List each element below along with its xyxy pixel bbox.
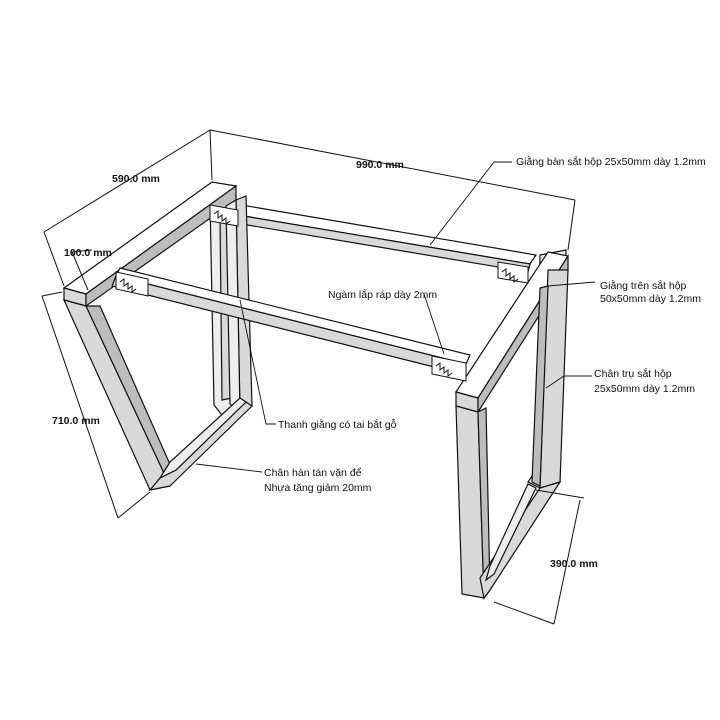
annotation-leg: Chân trụ sắt hộp 25x50mm dày 1.2mm bbox=[545, 367, 695, 395]
joint-label: Ngàm lắp ráp dày 2mm bbox=[328, 288, 437, 301]
base-depth-label: 390.0 mm bbox=[550, 558, 598, 570]
upper-rail-label-2: 50x50mm dày 1.2mm bbox=[600, 293, 701, 305]
dimension-width: 990.0 mm bbox=[209, 129, 576, 251]
height-label: 710.0 mm bbox=[52, 415, 100, 427]
dimension-leg-top: 100.0 mm bbox=[64, 247, 112, 291]
front-crossbar bbox=[111, 267, 471, 375]
dimension-height: 710.0 mm bbox=[41, 291, 151, 519]
joint-bracket-back-right bbox=[497, 261, 529, 284]
dimension-base: 390.0 mm bbox=[493, 489, 598, 625]
annotation-joint: Ngàm lắp ráp dày 2mm bbox=[328, 288, 445, 355]
upper-rail-label-1: Giằng trên sắt hộp bbox=[600, 279, 687, 292]
annotation-upper-rail: Giằng trên sắt hộp 50x50mm dày 1.2mm bbox=[547, 279, 701, 305]
crossbar-label: Thanh giằng có tai bắt gỗ bbox=[278, 418, 397, 431]
top-rail-label: Giằng bàn sắt hộp 25x50mm dày 1.2mm bbox=[516, 155, 706, 168]
leg-label-2: 25x50mm dày 1.2mm bbox=[594, 383, 695, 395]
joint-bracket-front-right bbox=[431, 355, 467, 382]
front-right-leg-frame bbox=[455, 251, 569, 600]
annotation-foot: Chân hàn tán vặn để Nhựa tăng giảm 20mm bbox=[195, 463, 372, 494]
width-label: 990.0 mm bbox=[356, 159, 404, 171]
back-top-rail bbox=[205, 199, 538, 273]
joint-bracket-front-left bbox=[115, 271, 149, 297]
annotation-crossbar: Thanh giằng có tai bắt gỗ bbox=[239, 299, 397, 431]
leg-top-label: 100.0 mm bbox=[64, 247, 112, 259]
joint-bracket-back-left bbox=[209, 204, 239, 227]
foot-label-2: Nhựa tăng giảm 20mm bbox=[264, 482, 372, 494]
foot-label-1: Chân hàn tán vặn để bbox=[264, 467, 362, 479]
depth-label: 590.0 mm bbox=[112, 173, 160, 185]
annotation-top-rail: Giằng bàn sắt hộp 25x50mm dày 1.2mm bbox=[429, 155, 706, 246]
dimension-depth: 590.0 mm bbox=[43, 129, 211, 287]
leg-label-1: Chân trụ sắt hộp bbox=[594, 367, 672, 380]
